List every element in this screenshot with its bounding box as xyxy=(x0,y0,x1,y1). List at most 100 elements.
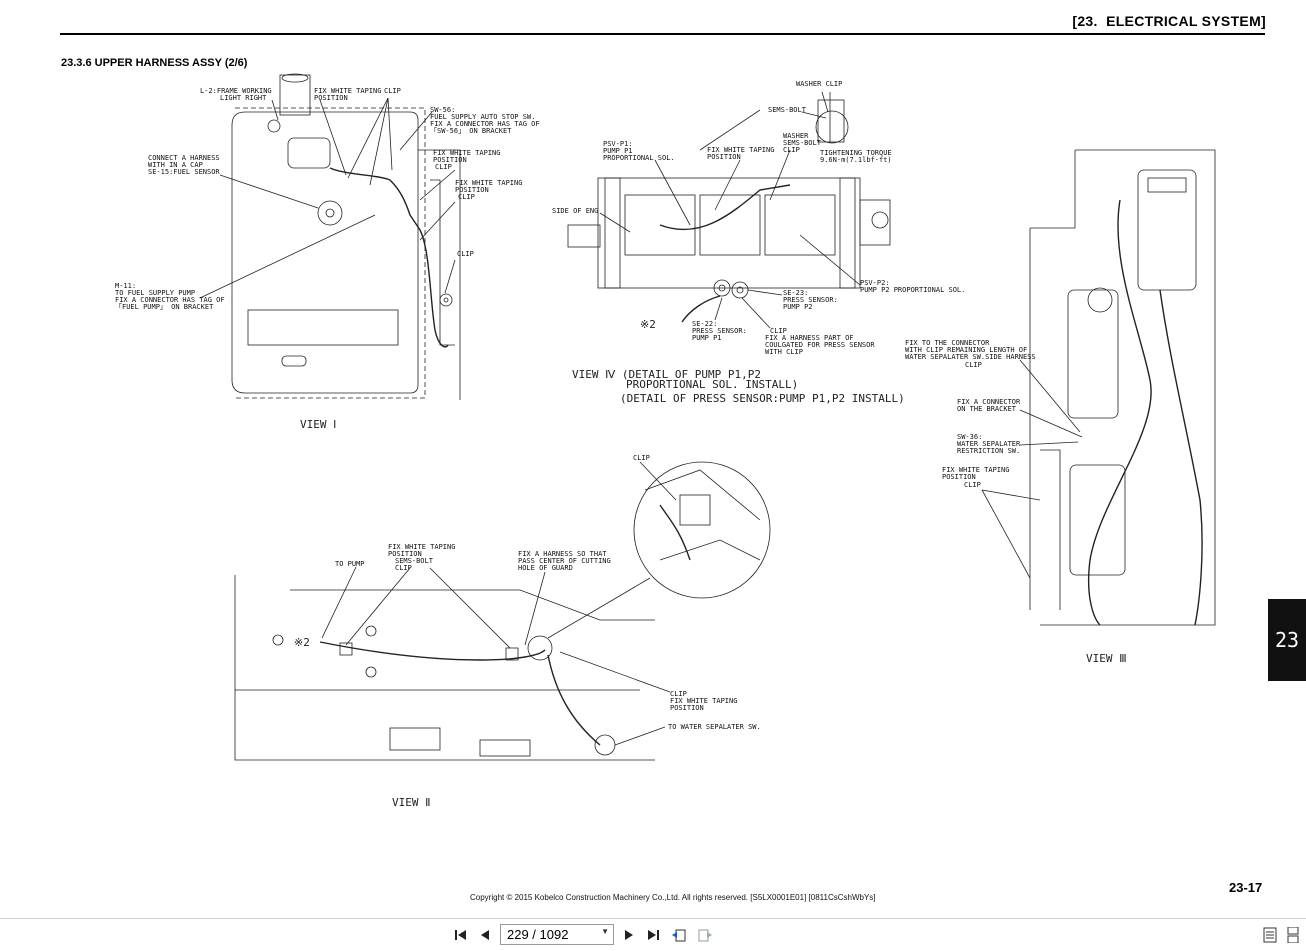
v4-label: WITH CLIP xyxy=(765,348,803,356)
chapter-header: [23. ELECTRICAL SYSTEM] xyxy=(1072,13,1266,29)
v1-label: M-11: xyxy=(115,282,136,290)
view2-drawing: CLIP FIX WHITE TAPING POSITION SEMS-BOLT… xyxy=(234,454,771,809)
view3-caption: VIEW Ⅲ xyxy=(1086,652,1127,665)
v2-label: TO WATER SEPALATER SW. xyxy=(668,723,761,731)
v3-label: ON THE BRACKET xyxy=(957,405,1017,413)
v2-label: SEMS-BOLT xyxy=(395,557,434,565)
v1-label: FIX WHITE TAPING xyxy=(455,179,522,187)
header-rule xyxy=(60,33,1265,35)
view4-caption: (DETAIL OF PRESS SENSOR:PUMP P1,P2 INSTA… xyxy=(620,392,905,405)
v3-label: FIX A CONNECTOR xyxy=(957,398,1021,406)
v3-label: POSITION xyxy=(942,473,976,481)
v3-label: WATER SEPALATER xyxy=(957,440,1021,448)
chapter-tab: 23 xyxy=(1268,599,1306,681)
view4-caption: VIEW Ⅳ (DETAIL OF PUMP P1,P2 xyxy=(572,368,761,381)
v4-label: CLIP xyxy=(770,327,787,335)
v4-label: PUMP P1 xyxy=(692,334,722,342)
v2-label: FIX WHITE TAPING xyxy=(670,697,737,705)
v2-label: POSITION xyxy=(388,550,422,558)
v4-label: FIX A HARNESS PART OF xyxy=(765,334,854,342)
v3-label: FIX TO THE CONNECTOR xyxy=(905,339,990,347)
v4-label: 9.6N·m(7.1lbf·ft) xyxy=(820,156,892,164)
v1-label: FIX WHITE TAPING xyxy=(433,149,500,157)
v1-label: WITH IN A CAP xyxy=(148,161,203,169)
v4-label: SEMS-BOLT xyxy=(783,139,822,147)
v4-label: WASHER CLIP xyxy=(796,80,842,88)
v2-label: PASS CENTER OF CUTTING xyxy=(518,557,611,565)
v4-label: PRESS SENSOR: xyxy=(692,327,747,335)
v4-label: COULGATED FOR PRESS SENSOR xyxy=(765,341,875,349)
v1-label: FIX A CONNECTOR HAS TAG OF xyxy=(115,296,225,304)
v1-label: SE-15:FUEL SENSOR xyxy=(148,168,220,176)
v4-label: PROPORTIONAL SOL. xyxy=(603,154,675,162)
next-page-icon[interactable] xyxy=(620,926,638,944)
v1-label: 「SW-56」 ON BRACKET xyxy=(430,127,512,135)
v2-label: CLIP xyxy=(633,454,650,462)
v3-label: WITH CLIP REMAINING LENGTH OF xyxy=(905,346,1027,354)
v3-label: RESTRICTION SW. xyxy=(957,447,1020,455)
document-page: [23. ELECTRICAL SYSTEM] 23.3.6 UPPER HAR… xyxy=(60,13,1306,902)
go-back-icon[interactable] xyxy=(670,926,688,944)
v2-label: HOLE OF GUARD xyxy=(518,564,573,572)
v2-label: TO PUMP xyxy=(335,560,365,568)
v1-label: CLIP xyxy=(435,163,452,171)
view4-drawing: WASHER CLIP SEMS-BOLT WASHER SEMS-BOLT C… xyxy=(552,80,965,405)
last-page-icon[interactable] xyxy=(644,926,662,944)
view1-caption: VIEW Ⅰ xyxy=(300,418,336,431)
page-number-value: 229 / 1092 xyxy=(507,927,569,942)
go-forward-icon[interactable] xyxy=(696,926,714,944)
v1-label: CLIP xyxy=(457,250,474,258)
continuous-view-icon[interactable] xyxy=(1284,926,1302,944)
prev-page-icon[interactable] xyxy=(476,926,494,944)
v4-label: PSV-P1: xyxy=(603,140,633,148)
v4-label: PUMP P1 xyxy=(603,147,633,155)
v4-label: POSITION xyxy=(707,153,741,161)
v4-label: SE-23: xyxy=(783,289,808,297)
v4-label: PUMP P2 PROPORTIONAL SOL. xyxy=(860,286,965,294)
v1-label: CONNECT A HARNESS xyxy=(148,154,220,162)
v1-label: CLIP xyxy=(458,193,475,201)
v4-label: PUMP P2 xyxy=(783,303,813,311)
v1-label: FUEL SUPPLY AUTO STOP SW. xyxy=(430,113,535,121)
v1-label: CLIP xyxy=(384,87,401,95)
v4-label: PRESS SENSOR: xyxy=(783,296,838,304)
v1-label: FIX A CONNECTOR HAS TAG OF xyxy=(430,120,540,128)
v1-label: FIX WHITE TAPING xyxy=(314,87,381,95)
pdf-toolbar: 229 / 1092 ▼ xyxy=(0,918,1306,951)
view3-drawing: FIX TO THE CONNECTOR WITH CLIP REMAINING… xyxy=(905,149,1216,665)
view1-drawing: L-2:FRAME WORKING LIGHT RIGHT FIX WHITE … xyxy=(115,73,540,431)
page-number-field[interactable]: 229 / 1092 ▼ xyxy=(500,924,614,945)
v4-label: FIX WHITE TAPING xyxy=(707,146,774,154)
v2-label: POSITION xyxy=(670,704,704,712)
harness-diagram: L-2:FRAME WORKING LIGHT RIGHT FIX WHITE … xyxy=(115,73,1216,809)
v4-label: SIDE OF ENG xyxy=(552,207,598,215)
v3-label: CLIP xyxy=(964,481,981,489)
v1-label: POSITION xyxy=(314,94,348,102)
v2-mark: ※2 xyxy=(294,636,310,649)
chevron-down-icon[interactable]: ▼ xyxy=(601,927,609,936)
v4-label: PSV-P2: xyxy=(860,279,890,287)
v3-label: WATER SEPALATER SW.SIDE HARNESS xyxy=(905,353,1036,361)
v1-label: LIGHT RIGHT xyxy=(220,94,267,102)
v3-label: CLIP xyxy=(965,361,982,369)
v2-label: FIX A HARNESS SO THAT xyxy=(518,550,607,558)
v4-label: TIGHTENING TORQUE xyxy=(820,149,892,157)
v4-mark: ※2 xyxy=(640,318,656,331)
single-page-view-icon[interactable] xyxy=(1261,926,1279,944)
v1-label: L-2:FRAME WORKING xyxy=(200,87,272,95)
v1-label: 「FUEL PUMP」 ON BRACKET xyxy=(115,303,214,311)
v3-label: SW-36: xyxy=(957,433,982,441)
v1-label: POSITION xyxy=(433,156,467,164)
v4-label: SEMS-BOLT xyxy=(768,106,807,114)
v3-label: FIX WHITE TAPING xyxy=(942,466,1009,474)
v2-label: CLIP xyxy=(395,564,412,572)
v2-label: FIX WHITE TAPING xyxy=(388,543,455,551)
page-number: 23-17 xyxy=(1229,880,1263,895)
v1-label: TO FUEL SUPPLY PUMP xyxy=(115,289,195,297)
first-page-icon[interactable] xyxy=(452,926,470,944)
view4-caption: PROPORTIONAL SOL. INSTALL) xyxy=(626,378,798,391)
v4-label: SE-22: xyxy=(692,320,717,328)
view2-caption: VIEW Ⅱ xyxy=(392,796,431,809)
v4-label: WASHER xyxy=(783,132,809,140)
v2-label: CLIP xyxy=(670,690,687,698)
